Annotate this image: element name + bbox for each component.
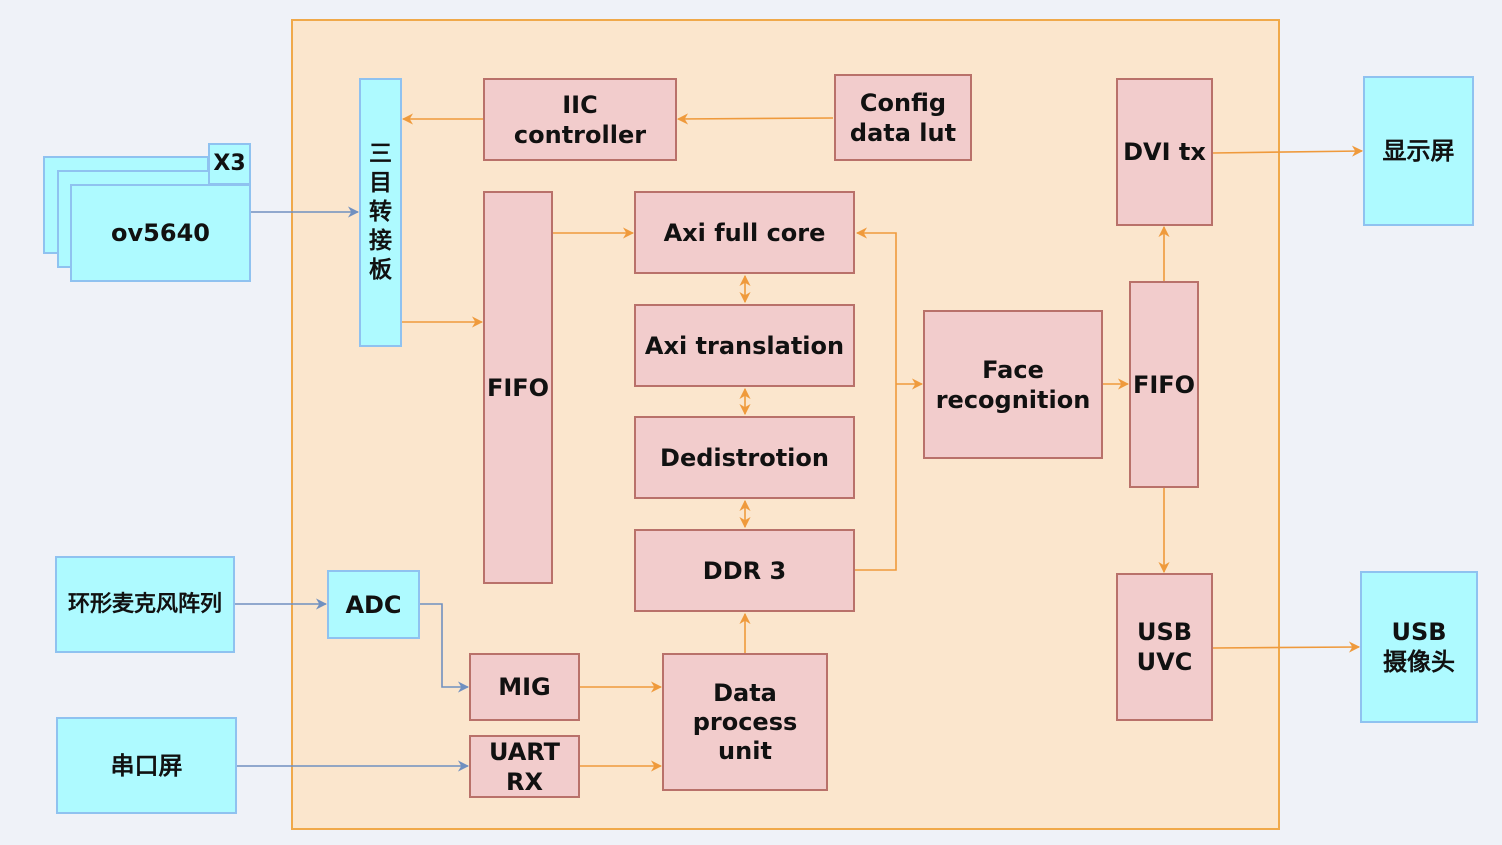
dedistortion-block[interactable]: Dedistrotion <box>634 416 855 499</box>
display-block[interactable]: 显示屏 <box>1363 76 1474 226</box>
adc-block[interactable]: ADC <box>327 570 420 639</box>
iic-controller-block[interactable]: IIC controller <box>483 78 677 161</box>
usb-camera-block[interactable]: USB 摄像头 <box>1360 571 1478 723</box>
fifo-left-block[interactable]: FIFO <box>483 191 553 584</box>
serial-screen-block[interactable]: 串口屏 <box>56 717 237 814</box>
config-data-lut-block[interactable]: Config data lut <box>834 74 972 161</box>
fifo-right-block[interactable]: FIFO <box>1129 281 1199 488</box>
data-process-unit-block[interactable]: Data process unit <box>662 653 828 791</box>
mic-array-block[interactable]: 环形麦克风阵列 <box>55 556 235 653</box>
usb-uvc-block[interactable]: USB UVC <box>1116 573 1213 721</box>
ov5640-count-badge: X3 <box>208 143 251 185</box>
axi-translation-block[interactable]: Axi translation <box>634 304 855 387</box>
dvi-tx-block[interactable]: DVI tx <box>1116 78 1213 226</box>
ov5640-block[interactable]: ov5640 <box>70 184 251 282</box>
uart-rx-block[interactable]: UART RX <box>469 735 580 798</box>
face-recognition-block[interactable]: Face recognition <box>923 310 1103 459</box>
tri-camera-adapter-block[interactable]: 三 目 转 接 板 <box>359 78 402 347</box>
ddr3-block[interactable]: DDR 3 <box>634 529 855 612</box>
axi-full-core-block[interactable]: Axi full core <box>634 191 855 274</box>
mig-block[interactable]: MIG <box>469 653 580 721</box>
